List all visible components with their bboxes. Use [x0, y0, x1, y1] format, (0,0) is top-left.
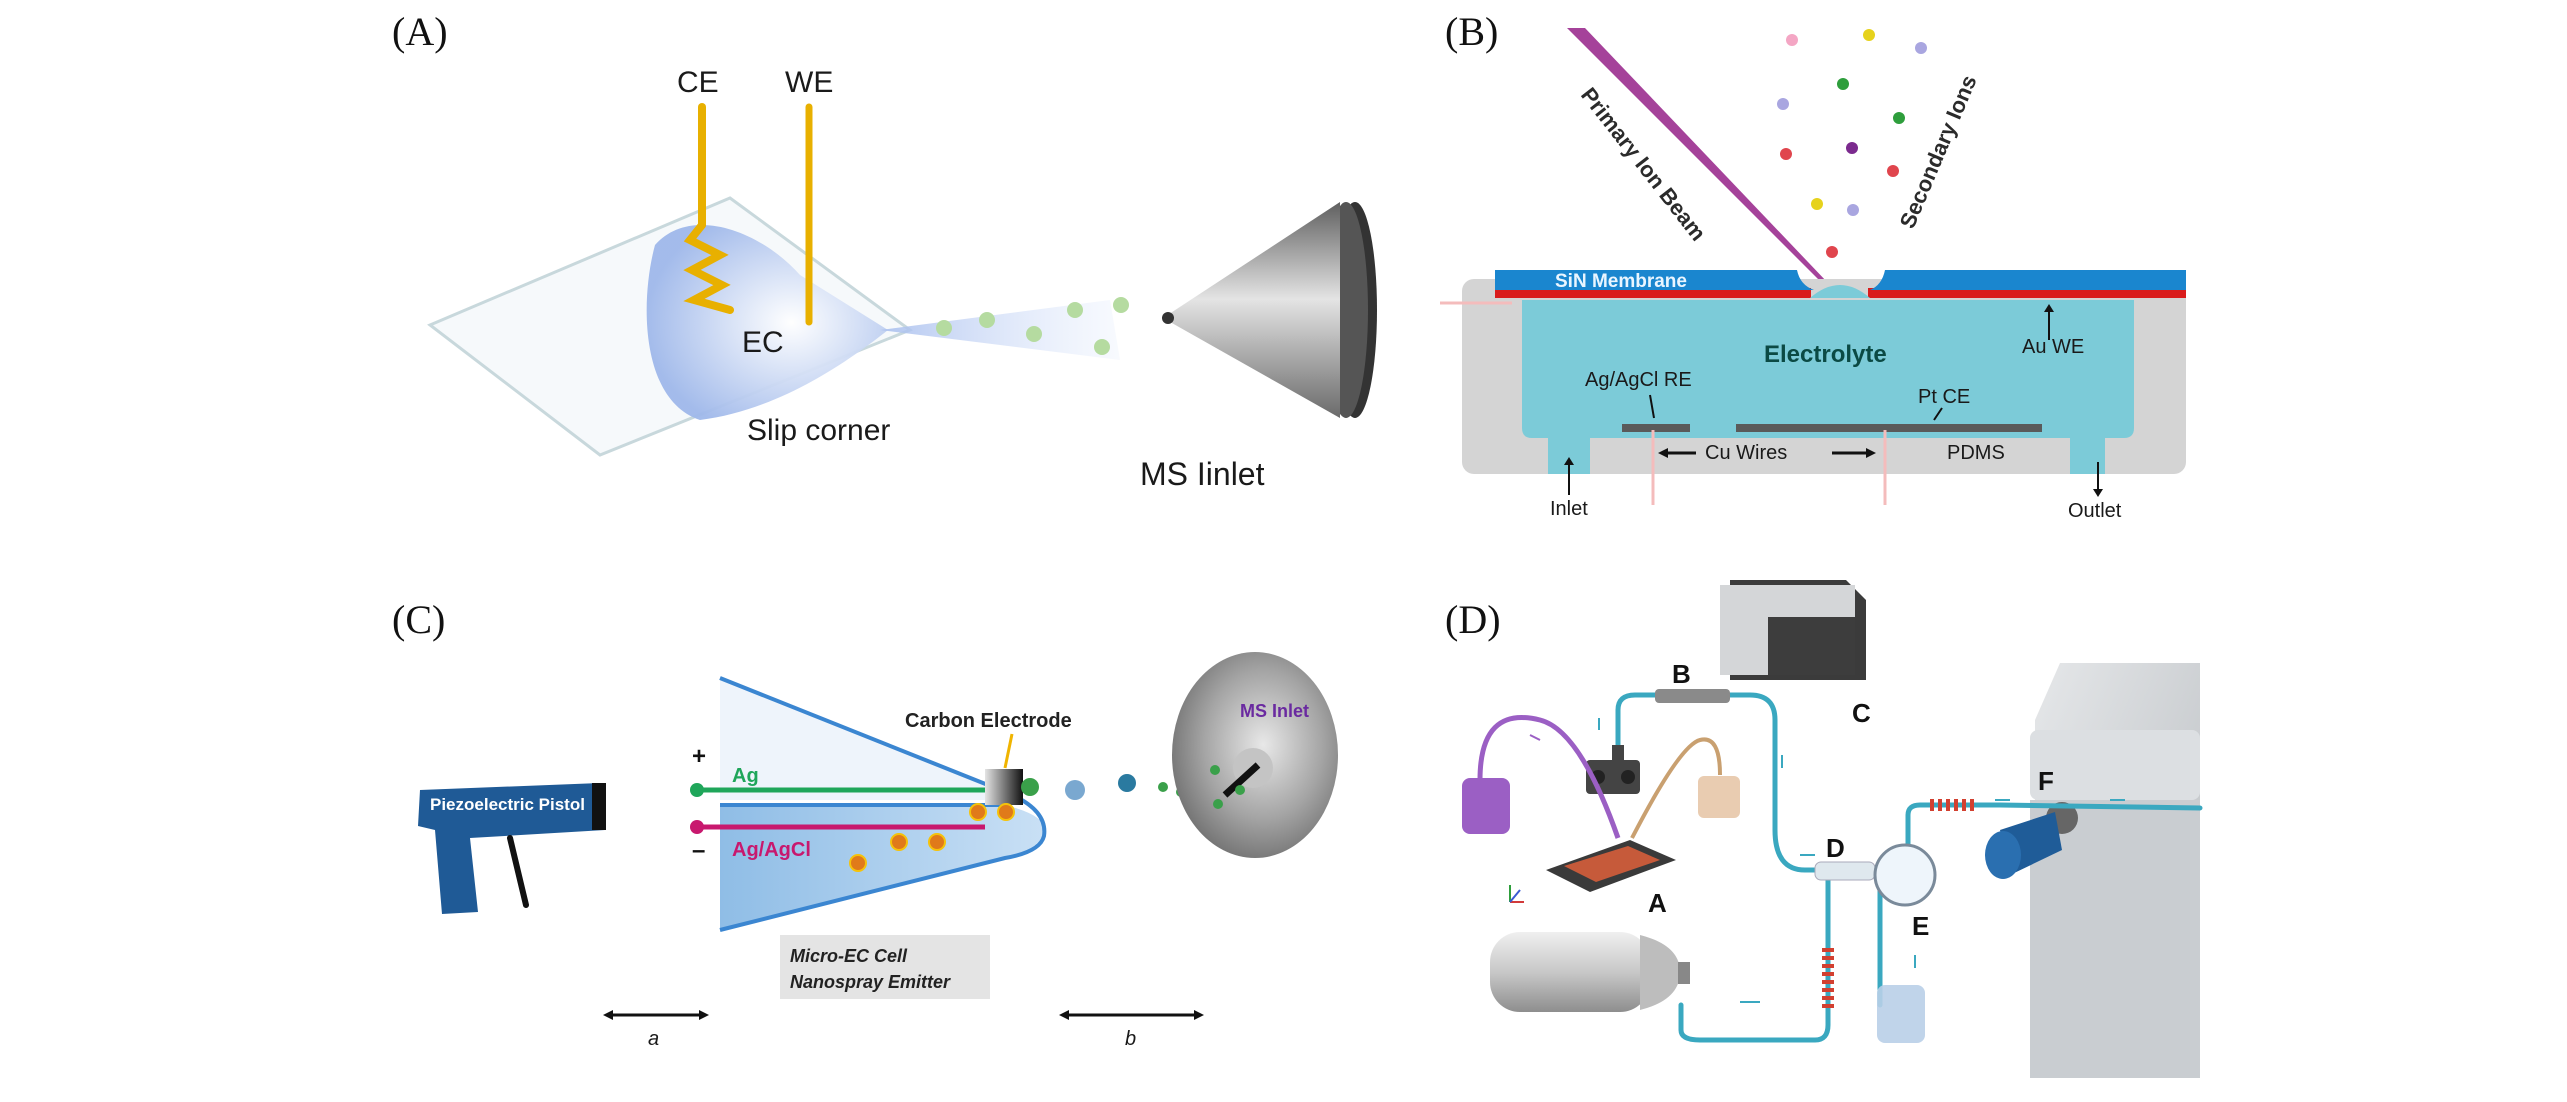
label-e: E — [1912, 911, 1929, 941]
outlet-label: Outlet — [2068, 500, 2122, 522]
tubing — [1615, 692, 2203, 1043]
tan-tube — [1630, 737, 1722, 839]
micro-ec-cell-label: Micro-EC Cell — [790, 946, 908, 966]
label-a: A — [1648, 888, 1667, 918]
heating-coil — [1930, 799, 1974, 811]
purple-tube — [1477, 715, 1621, 839]
spray-droplet — [1067, 302, 1083, 318]
piezoelectric-pistol — [418, 783, 606, 914]
primary-ion-beam — [1567, 28, 1828, 285]
spray-droplet — [1094, 339, 1110, 355]
re-arrow — [1649, 394, 1655, 419]
electrolyte-label: Electrolyte — [1764, 341, 1887, 368]
heating-coil — [1822, 948, 1834, 1008]
panel-b: (B) Primary Ion Beam Secondary Ions — [1440, 9, 2186, 522]
inlet-label: Inlet — [1550, 498, 1588, 520]
pt-ce-arrow — [1933, 407, 1943, 421]
panel-a-label: (A) — [392, 9, 448, 54]
spray-droplet — [936, 320, 952, 336]
spray-droplet — [1113, 297, 1129, 313]
spray-droplet — [979, 312, 995, 328]
secondary-ion — [1837, 78, 1849, 90]
pistol-label: Piezoelectric Pistol — [430, 795, 585, 814]
nanospray-emitter — [719, 676, 1047, 932]
junction-b — [1655, 689, 1730, 703]
waste-vial — [1877, 985, 1925, 1043]
distance-a-label: a — [648, 1028, 659, 1050]
au-we-layer — [1495, 288, 1811, 298]
au-we-label: Au WE — [2022, 336, 2084, 358]
flow-arrows — [1529, 718, 2125, 1003]
nanospray-emitter-label: Nanospray Emitter — [790, 972, 951, 992]
gas-cylinder — [1490, 932, 1690, 1012]
ms-inlet-label-c: MS Inlet — [1240, 701, 1309, 721]
agcl-label: Ag/AgCl — [732, 839, 811, 861]
we-label: WE — [785, 66, 833, 99]
pt-ce — [1736, 424, 2042, 432]
secondary-ion — [1777, 98, 1789, 110]
carbon-electrode-label: Carbon Electrode — [905, 710, 1072, 732]
secondary-ion — [1846, 142, 1858, 154]
secondary-ion — [1887, 165, 1899, 177]
sin-membrane — [1495, 270, 1814, 290]
sin-membrane-label: SiN Membrane — [1555, 271, 1687, 292]
carbon-electrode-pointer — [1003, 733, 1014, 769]
ag-label: Ag — [732, 765, 759, 787]
ms-inlet-cone — [1162, 202, 1377, 418]
purple-vial — [1462, 778, 1510, 834]
panel-c: (C) Piezoelectric Pistol Carbon Electrod… — [392, 597, 1338, 1050]
analyte-particles — [849, 803, 1015, 872]
ms-inlet-disk — [1172, 652, 1338, 858]
secondary-ions — [1777, 29, 1927, 258]
panel-d: (D) F C B — [1445, 580, 2203, 1078]
pdms-label: PDMS — [1947, 442, 2005, 464]
panel-d-label: (D) — [1445, 597, 1501, 642]
secondary-ion — [1786, 34, 1798, 46]
detector-box — [1720, 580, 1866, 680]
sin-membrane — [1870, 270, 2186, 290]
ag-agcl-re — [1622, 424, 1690, 432]
secondary-ion — [1915, 42, 1927, 54]
ce-electrode — [683, 103, 734, 314]
label-f: F — [2038, 766, 2054, 796]
ms-inlet-label: MS Iinlet — [1140, 456, 1265, 492]
tan-vial — [1698, 776, 1740, 818]
spray-plume — [880, 300, 1120, 360]
secondary-ion — [1893, 112, 1905, 124]
ec-label: EC — [742, 326, 784, 359]
esi-probe — [1985, 812, 2062, 879]
pt-ce-label: Pt CE — [1918, 386, 1970, 408]
slip-corner-label: Slip corner — [747, 414, 890, 447]
distance-b-label: b — [1125, 1028, 1136, 1050]
ag-agcl-re-label: Ag/AgCl RE — [1585, 369, 1692, 391]
label-c: C — [1852, 698, 1871, 728]
ec-droplet — [646, 224, 888, 420]
plus-sign: + — [692, 743, 706, 770]
au-we-layer — [1868, 288, 2186, 298]
panel-a: (A) CE WE EC Slip corner — [392, 9, 1377, 492]
mass-spectrometer — [2030, 663, 2200, 1078]
cu-wires-label: Cu Wires — [1705, 442, 1787, 464]
secondary-ion — [1847, 204, 1859, 216]
micro-ec-cell-box — [780, 935, 990, 999]
junction-d — [1814, 861, 1876, 881]
electrolyte-meniscus — [1810, 285, 1870, 298]
splitter-e — [1873, 843, 1937, 907]
secondary-ion — [1780, 148, 1792, 160]
spray-droplets — [936, 297, 1129, 355]
panel-b-label: (B) — [1445, 9, 1498, 54]
ce-label: CE — [677, 66, 719, 99]
primary-ion-beam-label: Primary Ion Beam — [1576, 83, 1711, 246]
xyz-axis-icon — [1509, 885, 1524, 903]
minus-sign: – — [692, 837, 705, 864]
panel-c-label: (C) — [392, 597, 445, 642]
label-b: B — [1672, 659, 1691, 689]
secondary-ion — [1811, 198, 1823, 210]
spray-droplet — [1026, 326, 1042, 342]
label-d: D — [1826, 833, 1845, 863]
secondary-ion — [1826, 246, 1838, 258]
charged-droplets — [1021, 774, 1186, 800]
secondary-ions-label: Secondary Ions — [1895, 71, 1982, 232]
secondary-ion — [1863, 29, 1875, 41]
